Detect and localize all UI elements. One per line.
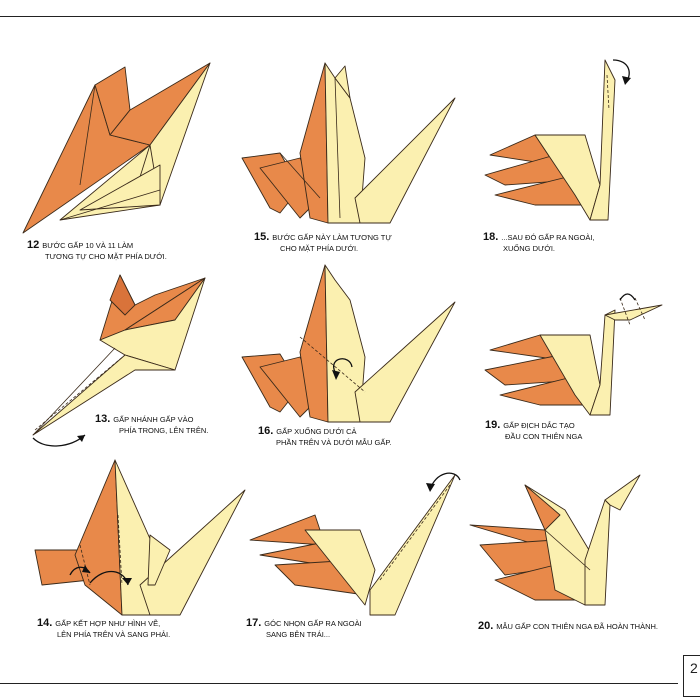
step-18-caption: 18....SAU ĐÓ GẤP RA NGOÀI, XUỐNG DƯỚI. — [483, 232, 595, 254]
caption-line: PHẦN TRÊN VÀ DƯỚI MẪU GẤP. — [276, 438, 392, 447]
caption-line: GẤP NHÁNH GẤP VÀO — [113, 415, 194, 424]
step-17-figure — [249, 472, 461, 616]
step-17-caption: 17.GÓC NHỌN GẤP RA NGOÀI SANG BÊN TRÁI..… — [246, 618, 362, 640]
step-number: 14. — [37, 617, 53, 629]
step-13-caption: 13.GẤP NHÁNH GẤP VÀO PHÍA TRONG, LÊN TRÊ… — [95, 414, 208, 436]
step-number: 18. — [483, 231, 499, 243]
caption-line: LÊN PHÍA TRÊN VÀ SANG PHẢI. — [57, 630, 171, 639]
step-15-caption: 15.BƯỚC GẤP NÀY LÀM TƯƠNG TỰ CHO MẶT PHÍ… — [254, 232, 392, 254]
step-number: 19. — [485, 419, 501, 431]
caption-line: CHO MẶT PHÍA DƯỚI. — [280, 244, 359, 253]
caption-line: TƯƠNG TỰ CHO MẶT PHÍA DƯỚI. — [45, 252, 167, 261]
caption-line: BƯỚC GẤP NÀY LÀM TƯƠNG TỰ — [272, 233, 392, 242]
step-number: 16. — [258, 425, 274, 437]
caption-line: GẤP ĐỊCH DẮC TẠO — [503, 421, 575, 430]
caption-line: PHÍA TRONG, LÊN TRÊN. — [119, 426, 209, 435]
step-19-caption: 19.GẤP ĐỊCH DẮC TẠO ĐẦU CON THIÊN NGA — [485, 420, 582, 442]
caption-line: GẤP XUỐNG DƯỚI CẢ — [276, 427, 357, 436]
caption-line: SANG BÊN TRÁI... — [266, 630, 331, 639]
step-12-figure — [22, 62, 211, 234]
page-number: 2 — [690, 660, 698, 676]
step-number: 12 — [27, 239, 40, 251]
step-number: 20. — [478, 620, 494, 632]
step-14-figure — [34, 459, 246, 616]
caption-line: ...SAU ĐÓ GẤP RA NGOÀI, — [501, 233, 595, 242]
step-number: 15. — [254, 231, 270, 243]
step-number: 17. — [246, 617, 262, 629]
step-16-figure — [241, 264, 456, 423]
caption-line: BƯỚC GẤP 10 VÀ 11 LÀM — [42, 241, 134, 250]
step-20-caption: 20.MẪU GẤP CON THIÊN NGA ĐÃ HOÀN THÀNH. — [478, 621, 658, 632]
caption-line: GẤP KẾT HỢP NHƯ HÌNH VẼ, — [55, 619, 161, 628]
page-number-box: 2 — [683, 655, 700, 697]
top-rule — [0, 16, 700, 17]
caption-line: GÓC NHỌN GẤP RA NGOÀI — [264, 619, 362, 628]
step-13-figure — [32, 274, 206, 447]
caption-line: ĐẦU CON THIÊN NGA — [505, 432, 583, 441]
step-16-caption: 16.GẤP XUỐNG DƯỚI CẢ PHẦN TRÊN VÀ DƯỚI M… — [258, 426, 392, 448]
step-18-figure — [484, 59, 631, 221]
step-19-figure — [484, 293, 663, 416]
step-14-caption: 14.GẤP KẾT HỢP NHƯ HÌNH VẼ, LÊN PHÍA TRÊ… — [37, 618, 170, 640]
bottom-rule — [0, 683, 678, 684]
step-15-figure — [241, 62, 456, 224]
caption-line: XUỐNG DƯỚI. — [503, 244, 556, 253]
step-20-figure — [469, 474, 641, 606]
step-number: 13. — [95, 413, 111, 425]
caption-line: MẪU GẤP CON THIÊN NGA ĐÃ HOÀN THÀNH. — [496, 622, 658, 631]
